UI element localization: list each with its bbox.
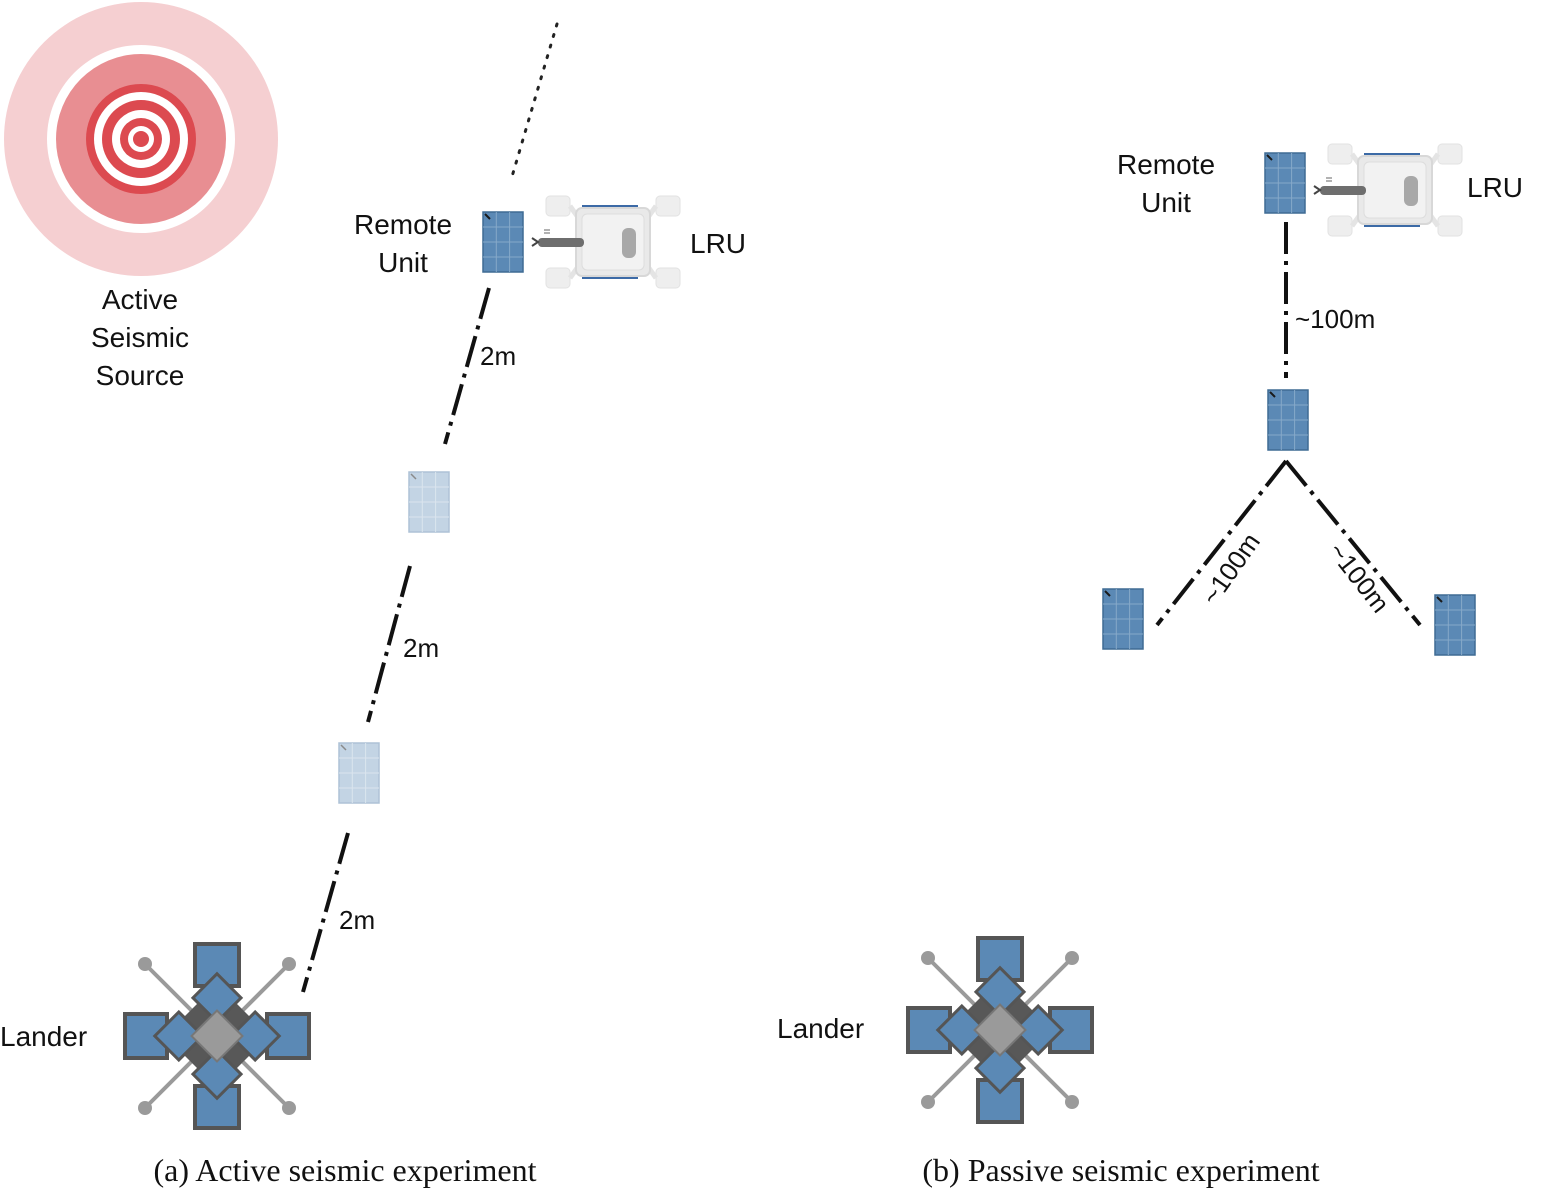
lru-label: LRU — [690, 228, 746, 259]
distance-label-b-1: ~100m — [1295, 304, 1375, 334]
remote-unit-label-b-line1: Remote — [1117, 149, 1215, 180]
remote-unit-panel-icon — [482, 211, 524, 273]
source-label-line3: Source — [96, 360, 185, 391]
distance-label-2: 2m — [403, 633, 439, 663]
lru-rover-icon-b — [1314, 144, 1462, 236]
right-node-panel-icon — [1434, 594, 1476, 656]
remote-unit-panel-icon-b — [1264, 152, 1306, 214]
remote-unit-label-line1: Remote — [354, 209, 452, 240]
lander-icon — [123, 942, 311, 1130]
caption-b: (b) Passive seismic experiment — [922, 1152, 1319, 1188]
panel-a: Active Seismic Source Remote Unit LRU 2m… — [0, 2, 746, 1188]
distance-line-b-right — [1284, 459, 1422, 627]
distance-label-1: 2m — [480, 341, 516, 371]
panel-b: Remote Unit LRU ~100m ~100m ~100m Lander… — [777, 144, 1523, 1188]
seismic-source-icon — [4, 2, 278, 276]
source-label-line1: Active — [102, 284, 178, 315]
intermediate-panel-icon-1 — [408, 471, 450, 533]
distance-line-2 — [366, 565, 412, 723]
lander-label-b: Lander — [777, 1013, 864, 1044]
distance-line-b-left — [1155, 459, 1288, 627]
lru-rover-icon — [532, 196, 680, 288]
remote-unit-label-line2: Unit — [378, 247, 428, 278]
source-core — [133, 131, 149, 147]
distance-label-b-2: ~100m — [1195, 527, 1266, 610]
central-node-panel-icon — [1267, 389, 1309, 451]
distance-label-3: 2m — [339, 905, 375, 935]
caption-a: (a) Active seismic experiment — [154, 1152, 537, 1188]
lru-label-b: LRU — [1467, 172, 1523, 203]
left-node-panel-icon — [1102, 588, 1144, 650]
lander-icon-b — [906, 936, 1094, 1124]
lander-label: Lander — [0, 1021, 87, 1052]
distance-line-3 — [301, 832, 350, 993]
intermediate-panel-icon-2 — [338, 742, 380, 804]
distance-line-1 — [443, 287, 491, 445]
remote-unit-label-b-line2: Unit — [1141, 187, 1191, 218]
source-label-line2: Seismic — [91, 322, 189, 353]
dotted-continuation-line — [509, 22, 559, 182]
